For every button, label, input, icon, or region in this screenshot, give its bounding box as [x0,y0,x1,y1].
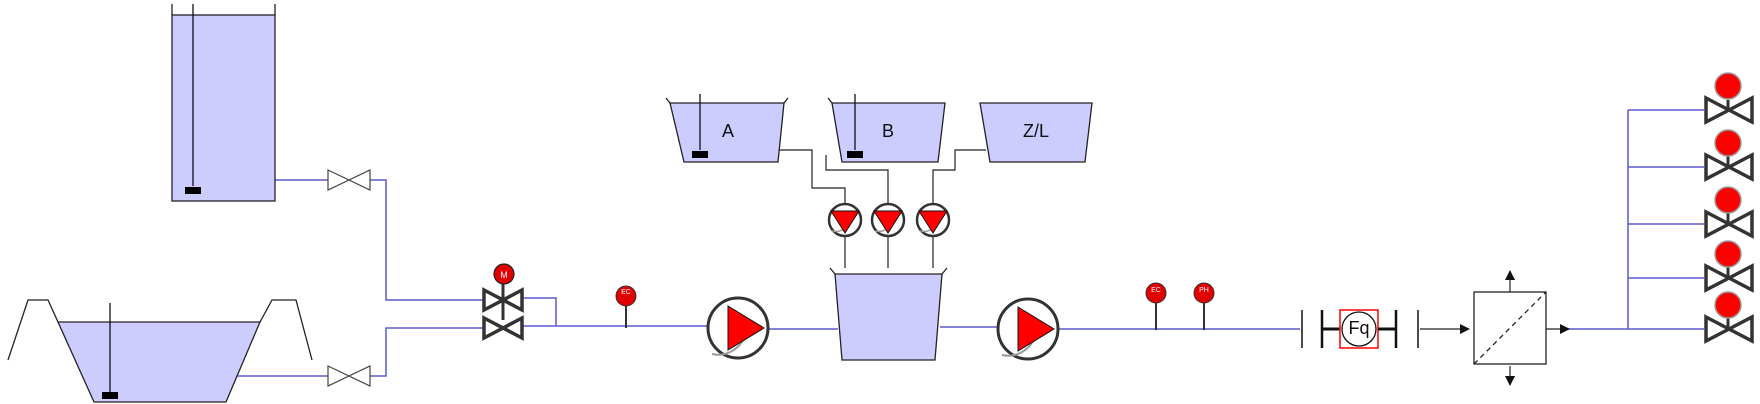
filter-unit [1460,270,1570,386]
motorized-valve[interactable]: M [482,263,524,341]
dosing-tank-a-label: A [722,121,734,141]
level-probe-icon [185,187,201,194]
pipe-upper-valve-to-motor-valve [370,179,500,301]
level-probe-icon [692,151,708,158]
pipe-tank-b-to-doser-2 [825,155,889,205]
manual-valve-upper[interactable] [327,169,371,191]
pump-2[interactable] [996,297,1060,361]
motor-actuator [493,263,515,285]
pipe-tank-zl-to-doser-3 [932,149,986,205]
dosing-pump-1[interactable] [827,202,863,238]
outlet-valves [1704,72,1754,344]
mixing-tank [829,267,948,361]
dosing-pump-3[interactable] [915,202,951,238]
dosing-tank-zl: Z/L [979,102,1093,163]
tall-storage-tank [171,4,276,202]
dosing-tank-zl-label: Z/L [1023,121,1049,141]
pipe-tank-a-to-doser-1 [778,149,846,205]
ec-sensor-2-label: EC [1151,287,1161,294]
manual-valve-lower[interactable] [327,365,371,387]
outlet-valve-3[interactable] [1704,186,1754,239]
dosing-tank-b-label: B [882,121,894,141]
ec-sensor-1-label: EC [621,289,631,296]
open-basin [7,299,313,403]
motor-label: M [500,270,508,280]
outlet-valve-2[interactable] [1704,129,1754,182]
arrow-down-icon [1505,376,1515,386]
main-pipes [236,109,1704,377]
pipe-motor-valve-bypass [516,297,557,326]
ph-sensor: PH [1193,282,1215,330]
level-probe-icon [847,151,863,158]
pump-1[interactable] [706,296,770,360]
dosing-pump-2[interactable] [870,202,906,238]
pipe-lower-valve-to-motor-valve [370,327,500,377]
flow-meter: Fq [1301,309,1419,349]
ph-sensor-label: PH [1199,287,1209,294]
outlet-valve-5[interactable] [1704,291,1754,344]
dosing-tank-a: A [665,94,789,163]
outlet-valve-1[interactable] [1704,72,1754,125]
flow-meter-label: Fq [1348,318,1369,338]
arrow-right-icon [1460,324,1470,334]
outlet-valve-4[interactable] [1704,240,1754,293]
dosing-tank-b: B [827,94,946,163]
level-probe-icon [102,392,118,399]
ec-sensor-1: EC [615,285,637,328]
arrow-up-icon [1505,270,1515,280]
arrow-right-icon [1560,324,1570,334]
ec-sensor-2: EC [1145,282,1167,330]
